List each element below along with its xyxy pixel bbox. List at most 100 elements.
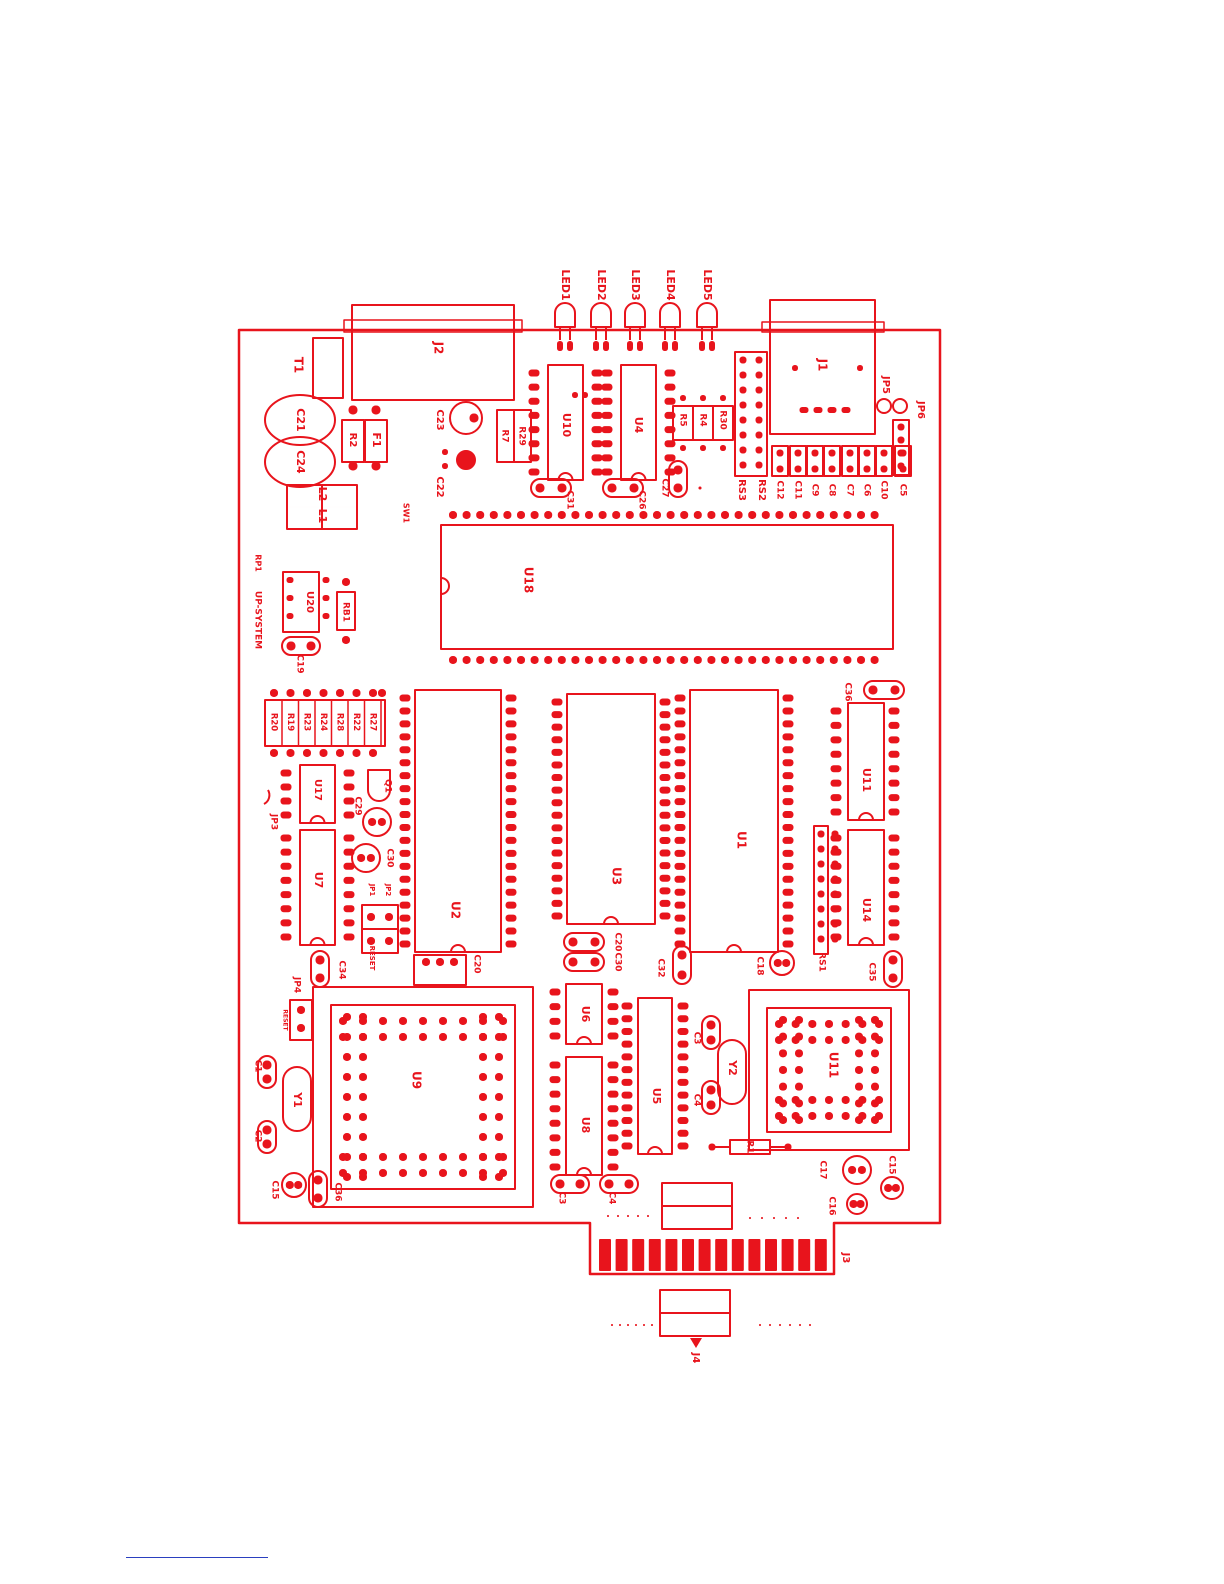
- u1-pad: [782, 720, 794, 728]
- u18-pad: [585, 511, 593, 519]
- u2-pad: [399, 785, 411, 793]
- cap-pad: [811, 449, 819, 457]
- u18-pad: [612, 656, 621, 664]
- dot: [799, 1324, 801, 1326]
- pad: [342, 636, 350, 644]
- c15-cap-outline: [281, 1172, 307, 1198]
- u5-pad: [677, 1091, 689, 1099]
- u11-plcc-pad: [875, 1096, 883, 1104]
- u14-notch: [858, 937, 874, 946]
- u9-pad: [343, 1093, 351, 1101]
- u3-pad: [659, 912, 671, 920]
- u14-pad: [888, 891, 900, 899]
- u11-plcc-body: [766, 1007, 892, 1133]
- u11-pad: [888, 721, 900, 729]
- u5-pad: [621, 1078, 633, 1086]
- c2-cap-pad: [262, 1139, 272, 1149]
- label-c3: C3: [692, 1032, 702, 1045]
- pad: [436, 958, 444, 966]
- label-r30: R30: [718, 410, 728, 429]
- u2-pad: [505, 785, 517, 793]
- label-c34: C34: [337, 960, 347, 979]
- u2-pad: [399, 798, 411, 806]
- u11-plcc-pad: [841, 1036, 850, 1044]
- u11-plcc-pad: [875, 1036, 883, 1044]
- decoupling-cap: [771, 445, 789, 477]
- cap-pad: [863, 449, 871, 457]
- label-c32: C32: [656, 958, 666, 977]
- u1-pad: [674, 901, 686, 909]
- u18-pad: [462, 511, 471, 519]
- u8-pad: [549, 1105, 561, 1113]
- u3-pad: [659, 774, 671, 782]
- c2-cap-outline: [257, 1120, 277, 1154]
- u11-plcc-pad: [841, 1112, 850, 1120]
- label-c19: C19: [295, 654, 305, 673]
- label-c36: C36: [843, 682, 853, 701]
- u1-pad: [782, 733, 794, 741]
- u3-pad: [551, 849, 563, 857]
- u18-pad: [544, 511, 553, 519]
- jp-pad: [897, 449, 905, 457]
- dot: [749, 1217, 751, 1219]
- u18-pad: [557, 656, 566, 664]
- u5-notch: [647, 1146, 663, 1155]
- u5-pad: [621, 1002, 633, 1010]
- u11-plcc-pad: [808, 1036, 817, 1044]
- u4-pad: [601, 383, 613, 391]
- c29-cap-outline: [362, 807, 392, 837]
- u18-body: [440, 524, 894, 650]
- rs-pad: [739, 461, 747, 469]
- led-pad: [627, 341, 633, 351]
- dot: [651, 1324, 653, 1326]
- dot: [769, 1324, 771, 1326]
- board-outline: [237, 328, 942, 1276]
- edge-finger: [648, 1239, 661, 1271]
- u2-pad: [399, 940, 411, 948]
- u17-pad: [280, 769, 292, 777]
- u5-pad: [677, 1002, 689, 1010]
- u9-pad: [495, 1093, 503, 1101]
- u11-plcc-pad: [855, 1082, 863, 1091]
- u9-body: [330, 1004, 516, 1190]
- cap-pad: [880, 449, 888, 457]
- u1-pad: [782, 785, 794, 793]
- u18-pad: [870, 511, 879, 519]
- u4-pad: [601, 397, 613, 405]
- u5-pad: [677, 1142, 689, 1150]
- label-c27: C27: [660, 478, 670, 497]
- u18-pad: [843, 656, 852, 664]
- u1-pad: [782, 823, 794, 831]
- label-c17: C17: [818, 1160, 828, 1179]
- u17-pad: [343, 811, 355, 819]
- u6-pad: [607, 1032, 619, 1040]
- pad: [322, 613, 330, 619]
- dot: [785, 1217, 787, 1219]
- y2-crystal: [717, 1039, 747, 1105]
- label-c3: C3: [557, 1192, 567, 1205]
- u9-pad: [379, 1033, 387, 1041]
- u8-pad: [607, 1148, 619, 1156]
- u11-plcc-pad: [871, 1066, 879, 1074]
- jp-pad: [897, 462, 905, 470]
- label-jp4: JP4: [292, 976, 302, 993]
- u18-pad: [680, 656, 689, 664]
- edge-finger: [698, 1239, 711, 1271]
- label-jp6: JP6: [915, 400, 926, 419]
- cap-pad: [794, 449, 802, 457]
- u11-plcc-pad: [871, 1049, 879, 1058]
- pad: [572, 392, 578, 398]
- sw-label: SW1: [402, 503, 411, 524]
- u3-pad: [551, 786, 563, 794]
- u5-pad: [621, 1015, 633, 1023]
- label-rb1: RB1: [341, 602, 351, 622]
- u5-pad: [677, 1078, 689, 1086]
- edge-finger: [814, 1239, 827, 1271]
- u18-pad: [503, 656, 512, 664]
- u9-pad: [499, 1033, 507, 1041]
- u11-plcc-pad: [875, 1020, 883, 1028]
- u2-pad: [399, 836, 411, 844]
- u14-pad: [888, 848, 900, 856]
- u18-pad: [789, 511, 797, 519]
- led-pad: [567, 341, 573, 351]
